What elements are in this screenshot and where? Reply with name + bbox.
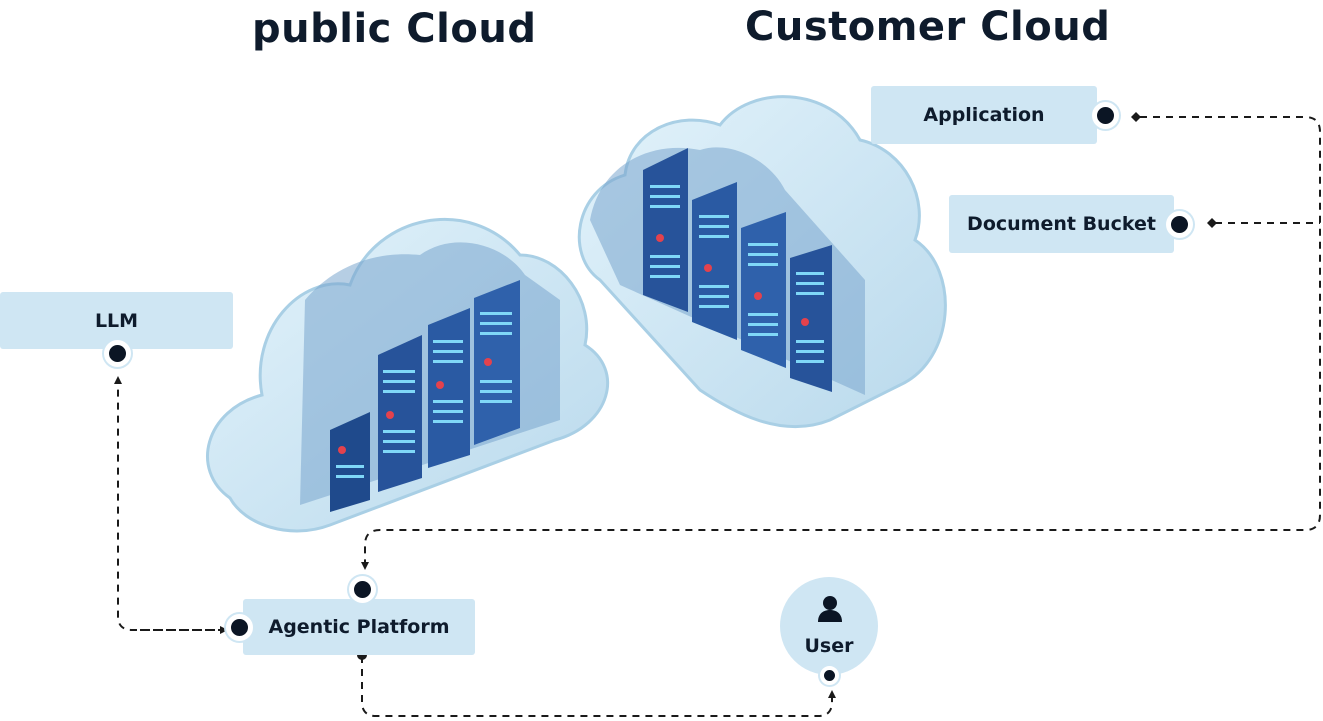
- document-bucket-label: Document Bucket: [967, 213, 1156, 235]
- agentic-platform-left-port: [226, 614, 253, 641]
- connector-agentic-user: [361, 656, 836, 717]
- llm-label: LLM: [94, 309, 139, 332]
- user-label: User: [804, 635, 854, 657]
- connector-agentic-llm: [114, 376, 228, 631]
- document-bucket-node[interactable]: Document Bucket: [949, 195, 1174, 253]
- connector-end-diamond: [1131, 112, 1141, 122]
- user-port: [820, 666, 839, 685]
- application-port: [1092, 102, 1119, 129]
- document-bucket-port: [1166, 211, 1193, 238]
- llm-port: [104, 340, 131, 367]
- application-node[interactable]: Application: [871, 86, 1097, 144]
- customer-cloud-title: Customer Cloud: [745, 4, 1111, 50]
- connector-application-to-agentic: [361, 116, 1321, 570]
- customer-cloud-icon: [577, 95, 947, 429]
- server-rack-icon: [643, 148, 832, 392]
- llm-node[interactable]: LLM: [0, 292, 233, 349]
- user-node[interactable]: User: [780, 577, 878, 675]
- user-icon: [818, 596, 842, 622]
- agentic-platform-label: Agentic Platform: [268, 616, 450, 638]
- application-label: Application: [923, 104, 1045, 126]
- agentic-platform-node[interactable]: Agentic Platform: [243, 599, 475, 655]
- public-cloud-title: public Cloud: [252, 6, 537, 52]
- server-rack-icon: [330, 280, 520, 512]
- agentic-platform-top-port: [349, 576, 376, 603]
- public-cloud-icon: [206, 218, 610, 533]
- connector-end-diamond: [1207, 218, 1217, 228]
- connectors: [114, 116, 1321, 717]
